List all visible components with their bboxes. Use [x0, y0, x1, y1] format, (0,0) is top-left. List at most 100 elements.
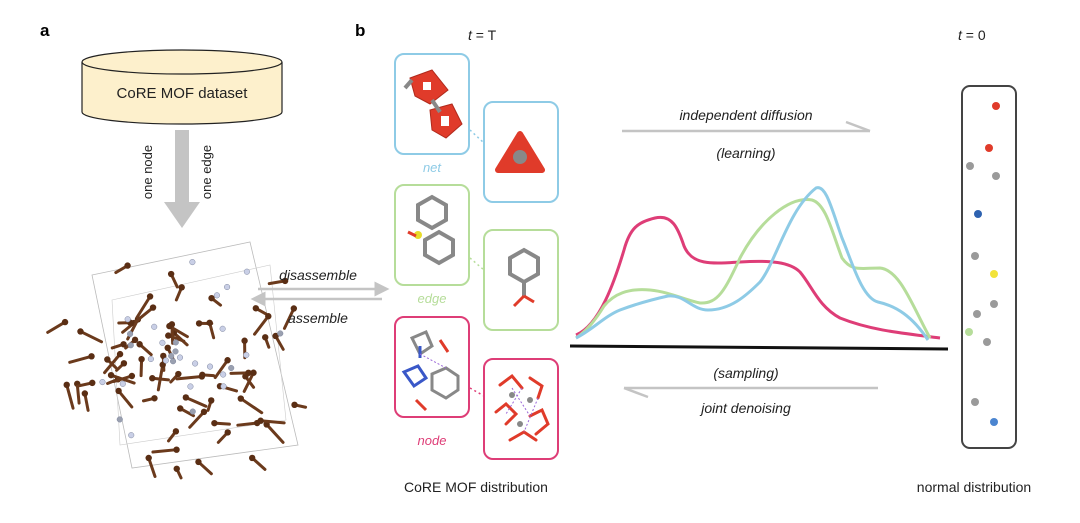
- mof-atom: [160, 352, 167, 360]
- mof-atom: [172, 428, 180, 435]
- mof-metal-atom: [169, 358, 177, 365]
- net-molecule-full: [403, 69, 463, 139]
- mof-metal-atom: [243, 351, 250, 359]
- mof-atom: [211, 419, 218, 427]
- mof-metal-atom: [116, 416, 123, 423]
- edge-label: edge: [418, 291, 447, 306]
- mof-atom: [63, 381, 70, 389]
- net-curve: [575, 186, 930, 341]
- mof-atom: [77, 328, 84, 335]
- mof-atom: [265, 313, 272, 320]
- mof-atom: [245, 369, 252, 377]
- mof-atom: [167, 270, 175, 278]
- mof-metal-atom: [243, 268, 250, 275]
- net-box-full: [394, 53, 470, 155]
- net-connector: [469, 129, 485, 144]
- mof-atom: [61, 318, 69, 326]
- mof-metal-atom: [127, 342, 134, 349]
- distribution-curves: [575, 186, 941, 341]
- mof-metal-atom: [99, 379, 106, 386]
- mof-metal-atom: [127, 330, 134, 337]
- normal-point: [992, 102, 1000, 110]
- forward-label-2: (learning): [716, 145, 775, 161]
- mof-metal-atom: [128, 432, 135, 439]
- mof-bond: [184, 395, 208, 408]
- node-molecule-block: [494, 373, 550, 442]
- one-node-label: one node: [140, 145, 155, 199]
- disassemble-label: disassemble: [279, 267, 357, 283]
- mof-metal-atom: [220, 383, 227, 390]
- mof-atom: [291, 401, 298, 409]
- curve-baseline: [569, 344, 949, 351]
- mof-bond: [117, 389, 134, 409]
- mof-metal-atom: [162, 357, 169, 364]
- assemble-label: assemble: [288, 310, 348, 326]
- one-edge-label: one edge: [199, 145, 214, 199]
- mof-bond: [259, 419, 286, 425]
- mof-atom: [149, 375, 156, 382]
- mof-atom: [250, 369, 257, 376]
- normal-point: [990, 270, 998, 278]
- mof-atom: [224, 357, 231, 364]
- mof-bond: [213, 358, 230, 380]
- mof-atom: [262, 334, 269, 341]
- mof-atom: [107, 371, 115, 379]
- edge-box-building-block: [483, 229, 559, 331]
- mof-bond: [156, 363, 165, 392]
- mof-atom: [138, 355, 145, 363]
- normal-point: [990, 418, 998, 426]
- mof-atom: [115, 387, 122, 395]
- mof-atom: [149, 304, 157, 311]
- edge-connector: [469, 257, 485, 271]
- mof-atom: [241, 337, 248, 344]
- normal-distribution-points: [965, 102, 1000, 426]
- mof-atom: [178, 284, 185, 291]
- mof-atom: [200, 408, 208, 416]
- mof-bond: [236, 421, 259, 427]
- mof-metal-atom: [119, 380, 126, 387]
- mof-bond: [239, 397, 264, 415]
- forward-diffusion-arrow: [622, 120, 871, 133]
- mof-atom: [88, 353, 95, 360]
- mof-metal-atom: [172, 339, 179, 346]
- node-curve: [575, 215, 941, 340]
- mof-atom: [166, 322, 173, 330]
- normal-distribution-box: [961, 85, 1017, 449]
- edge-box-full: [394, 184, 470, 286]
- mof-atom: [208, 294, 215, 302]
- mof-atom: [145, 454, 152, 462]
- mof-bond: [135, 294, 152, 319]
- forward-label-1: independent diffusion: [679, 107, 812, 123]
- mof-bond: [151, 448, 179, 454]
- mof-atom: [237, 395, 244, 402]
- mof-atom: [120, 341, 127, 348]
- mof-bond: [103, 352, 122, 375]
- mof-atom: [224, 429, 231, 436]
- mof-bond: [167, 324, 189, 339]
- mof-atom: [290, 305, 298, 312]
- mof-atom: [146, 293, 154, 300]
- mof-metal-atom: [192, 360, 199, 367]
- mof-atom: [177, 405, 184, 412]
- mof-bond: [46, 320, 67, 334]
- node-molecule-full: [401, 330, 460, 412]
- mof-atom: [208, 397, 215, 404]
- one-node-one-edge-arrow: [164, 130, 200, 228]
- t-start-label: t = T: [468, 27, 497, 43]
- mof-atom: [165, 332, 172, 339]
- database-cylinder: CoRE MOF dataset: [81, 49, 283, 125]
- mof-atom: [104, 356, 111, 363]
- normal-point: [974, 210, 982, 218]
- mof-atom: [136, 341, 143, 348]
- mof-atom: [195, 458, 202, 466]
- mof-atom: [128, 372, 136, 380]
- mof-metal-atom: [159, 339, 166, 346]
- mof-bond: [253, 314, 270, 336]
- left-caption: CoRE MOF distribution: [404, 479, 548, 495]
- mof-metal-atom: [228, 364, 235, 372]
- reverse-denoising-arrow: [623, 386, 878, 399]
- node-label: node: [418, 433, 447, 448]
- mof-metal-atom: [176, 354, 184, 361]
- edge-molecule-full: [407, 194, 455, 266]
